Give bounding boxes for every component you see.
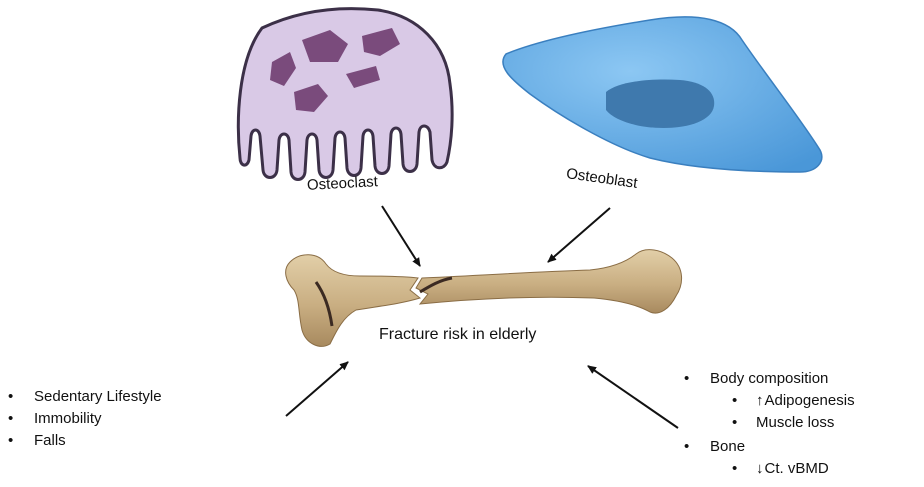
list-item: Body composition	[684, 368, 828, 390]
osteoblast-nucleus	[606, 80, 714, 129]
list-item: Sedentary Lifestyle	[8, 386, 162, 408]
list-item: Bone	[684, 436, 745, 458]
list-item: Falls	[8, 430, 162, 452]
bone-fragment-right	[416, 250, 682, 313]
factor-text: Muscle loss	[756, 414, 834, 431]
bone-list: Bone	[684, 436, 745, 458]
down-arrow-icon: ↓	[756, 460, 764, 477]
list-item: Muscle loss	[732, 412, 855, 434]
osteoclast-body	[238, 9, 452, 180]
body-sublist: ↑Adipogenesis Muscle loss	[684, 390, 855, 434]
factor-text: Falls	[34, 432, 66, 449]
list-item: Immobility	[8, 408, 162, 430]
bone-sublist: ↓Ct. vBMD	[684, 458, 829, 480]
factor-text: Adipogenesis	[765, 392, 855, 409]
arrow-left-factors-to-bone	[286, 362, 348, 416]
center-label: Fracture risk in elderly	[379, 326, 536, 344]
arrow-right-factors-to-bone	[588, 366, 678, 428]
osteoblast-cell	[503, 17, 822, 172]
factor-text: Body composition	[710, 370, 828, 387]
factor-text: Sedentary Lifestyle	[34, 388, 162, 405]
list-item: ↓Ct. vBMD	[732, 458, 829, 480]
left-factor-list: Sedentary Lifestyle Immobility Falls	[8, 386, 162, 452]
up-arrow-icon: ↑	[756, 392, 764, 409]
factor-text: Bone	[710, 438, 745, 455]
arrow-osteoclast-to-bone	[382, 206, 420, 266]
osteoclast-cell	[238, 9, 452, 180]
right-factor-list: Body composition	[684, 368, 828, 390]
factor-text: Immobility	[34, 410, 102, 427]
factor-text: Ct. vBMD	[765, 460, 829, 477]
list-item: ↑Adipogenesis	[732, 390, 855, 412]
arrow-osteoblast-to-bone	[548, 208, 610, 262]
